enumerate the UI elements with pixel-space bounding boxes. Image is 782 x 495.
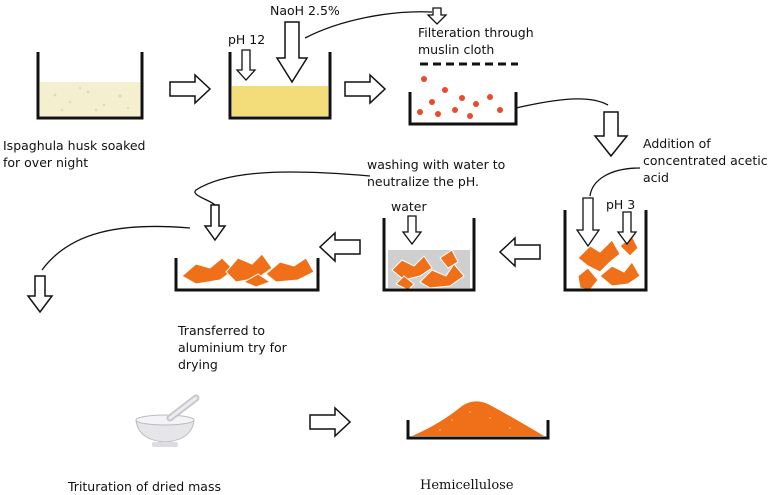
label-tray1: Transferred to: [178, 323, 266, 338]
label-filter2: muslin cloth: [418, 42, 495, 57]
beaker-alkali: [228, 21, 332, 120]
label-product: Hemicellulose: [420, 478, 514, 493]
water-arrow: [401, 215, 423, 246]
label-water: water: [391, 199, 427, 214]
label-acetic3: acid: [643, 170, 669, 185]
flow-arrow-2: [344, 73, 387, 105]
label-washing1: washing with water to: [367, 157, 506, 172]
tray-outline: [406, 420, 550, 440]
label-step1: Ispaghula husk soaked: [3, 138, 146, 153]
flow-arrow-4: [318, 231, 361, 263]
label-step1b: for over night: [3, 155, 89, 170]
label-tray2: aluminium try for: [178, 340, 287, 355]
label-trituration: Trituration of dried mass: [68, 479, 221, 494]
label-acetic1: Addition of: [643, 136, 711, 151]
flow-arrow-down-mortar: [26, 275, 54, 314]
label-ph3: pH 3: [606, 197, 636, 212]
connector-tray-to-mortar: [41, 225, 191, 271]
filter-top-arrow: [426, 7, 448, 25]
beaker-outline: [563, 210, 648, 292]
beaker-husk-soak: [36, 52, 144, 120]
husk-liquid: [40, 82, 140, 116]
precipitate: [577, 235, 641, 291]
droplets: [417, 76, 503, 119]
connector-washing-to-tray: [194, 171, 371, 206]
alkali-liquid: [232, 86, 328, 116]
beaker-acid: [563, 197, 648, 292]
flow-arrow-3: [498, 236, 541, 268]
product-tray: [406, 401, 550, 440]
label-ph12: pH 12: [228, 32, 266, 47]
naoh-arrow: [275, 21, 309, 84]
flow-arrow-5: [309, 406, 352, 438]
label-filter1: Filteration through: [418, 25, 534, 40]
washed-precipitate: [391, 249, 465, 291]
connector-naoh-to-filter: [304, 11, 433, 39]
label-acetic2: concentrated acetic: [643, 153, 768, 168]
tray-down-arrow: [203, 204, 227, 242]
flow-arrow-down-acid: [593, 111, 629, 158]
connector-acid-label: [589, 167, 641, 197]
label-naoh: NaoH 2.5%: [270, 3, 340, 18]
connector-filter-to-acid: [515, 98, 609, 109]
husk-particles: [53, 86, 130, 112]
beaker-filtration: [408, 62, 518, 126]
flow-arrow-1: [169, 73, 212, 105]
hemicellulose-powder: [412, 401, 544, 436]
ph3-arrow: [616, 211, 638, 246]
beaker-outline: [228, 52, 332, 120]
beaker-outline: [36, 52, 144, 120]
tray-outline: [174, 258, 320, 292]
ph12-arrow: [235, 49, 257, 81]
label-tray3: drying: [178, 357, 218, 372]
tray-precipitate: [181, 253, 315, 288]
mortar-pestle-icon: [135, 394, 200, 447]
acid-arrow: [575, 197, 601, 248]
label-washing2: neutralize the pH.: [367, 174, 479, 189]
drying-tray: [174, 253, 320, 292]
beaker-outline: [382, 218, 476, 292]
beaker-washing: [382, 215, 476, 292]
